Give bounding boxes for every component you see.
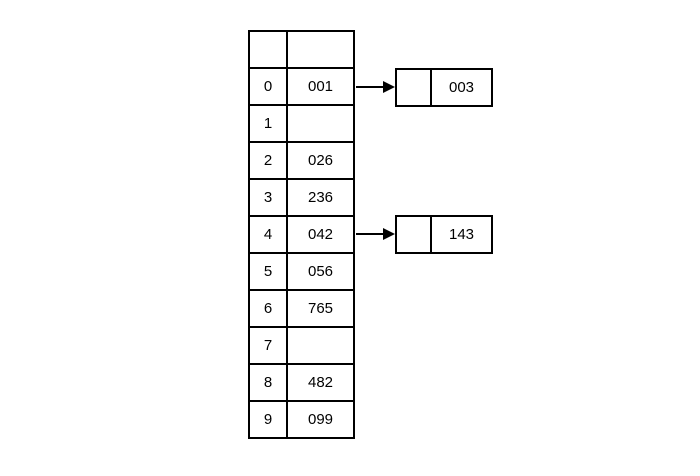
bucket-index-cell: 2 (248, 141, 288, 180)
arrow-shaft (356, 233, 384, 235)
bucket-index-cell: 3 (248, 178, 288, 217)
bucket-value-cell: 099 (286, 400, 355, 439)
table-row: 9 099 (248, 400, 355, 439)
pointer-arrow-row-0 (356, 81, 395, 93)
bucket-value-cell: 482 (286, 363, 355, 402)
bucket-value-cell: 056 (286, 252, 355, 291)
node-pointer-cell (397, 70, 432, 105)
bucket-index-cell: 7 (248, 326, 288, 365)
table-row: 2 026 (248, 141, 355, 180)
table-header-row (248, 30, 355, 69)
table-row: 6 765 (248, 289, 355, 328)
bucket-value-cell: 001 (286, 67, 355, 106)
bucket-value-cell: 765 (286, 289, 355, 328)
table-row: 8 482 (248, 363, 355, 402)
bucket-value-cell (286, 326, 355, 365)
node-pointer-cell (397, 217, 432, 252)
table-row: 5 056 (248, 252, 355, 291)
bucket-value-cell: 236 (286, 178, 355, 217)
node-value-cell: 003 (448, 79, 475, 96)
bucket-index-cell: 9 (248, 400, 288, 439)
list-node: 143 (395, 215, 493, 254)
header-value-cell (286, 30, 355, 69)
node-value-cell: 143 (448, 226, 475, 243)
arrow-shaft (356, 86, 384, 88)
bucket-index-cell: 1 (248, 104, 288, 143)
bucket-table: 0 001 1 2 026 3 236 4 042 5 056 6 765 7 (248, 30, 355, 439)
arrow-head-icon (383, 228, 395, 240)
bucket-value-cell: 026 (286, 141, 355, 180)
bucket-index-cell: 8 (248, 363, 288, 402)
header-index-cell (248, 30, 288, 69)
arrow-head-icon (383, 81, 395, 93)
bucket-index-cell: 4 (248, 215, 288, 254)
pointer-arrow-row-4 (356, 228, 395, 240)
bucket-index-cell: 6 (248, 289, 288, 328)
table-row: 4 042 (248, 215, 355, 254)
table-row: 0 001 (248, 67, 355, 106)
table-row: 7 (248, 326, 355, 365)
bucket-value-cell (286, 104, 355, 143)
table-row: 3 236 (248, 178, 355, 217)
bucket-value-cell: 042 (286, 215, 355, 254)
list-node: 003 (395, 68, 493, 107)
table-row: 1 (248, 104, 355, 143)
bucket-index-cell: 5 (248, 252, 288, 291)
bucket-index-cell: 0 (248, 67, 288, 106)
